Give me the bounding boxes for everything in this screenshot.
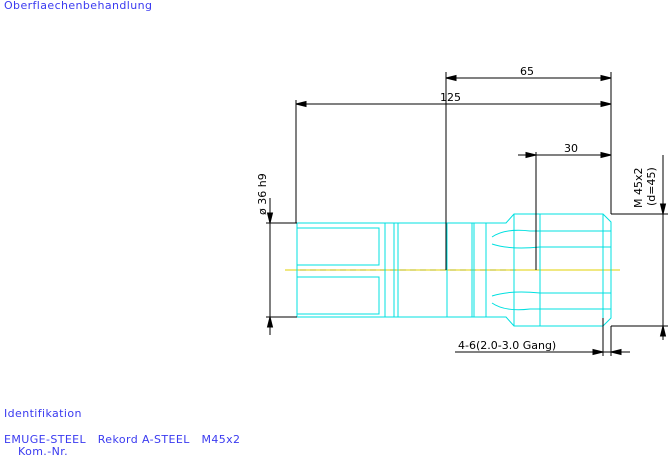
- surface-treatment-heading: Oberflaechenbehandlung: [4, 0, 153, 12]
- dim-thread-spec: M 45x2: [632, 168, 645, 209]
- dim-125: 125: [440, 91, 461, 104]
- identification-line2: Kom.-Nr.: [18, 445, 69, 458]
- dim-thread-d: (d=45): [645, 167, 658, 206]
- tap-outline: [296, 213, 612, 327]
- identification-label: Identifikation: [4, 407, 82, 420]
- identification-line1: EMUGE-STEEL Rekord A-STEEL M45x2: [4, 433, 241, 446]
- dim-65: 65: [520, 65, 534, 78]
- dim-chamfer-note: 4-6(2.0-3.0 Gang): [458, 339, 556, 352]
- dimension-lines: [266, 72, 668, 356]
- dim-30: 30: [564, 142, 578, 155]
- dim-shank-diameter: ø 36 h9: [256, 173, 269, 215]
